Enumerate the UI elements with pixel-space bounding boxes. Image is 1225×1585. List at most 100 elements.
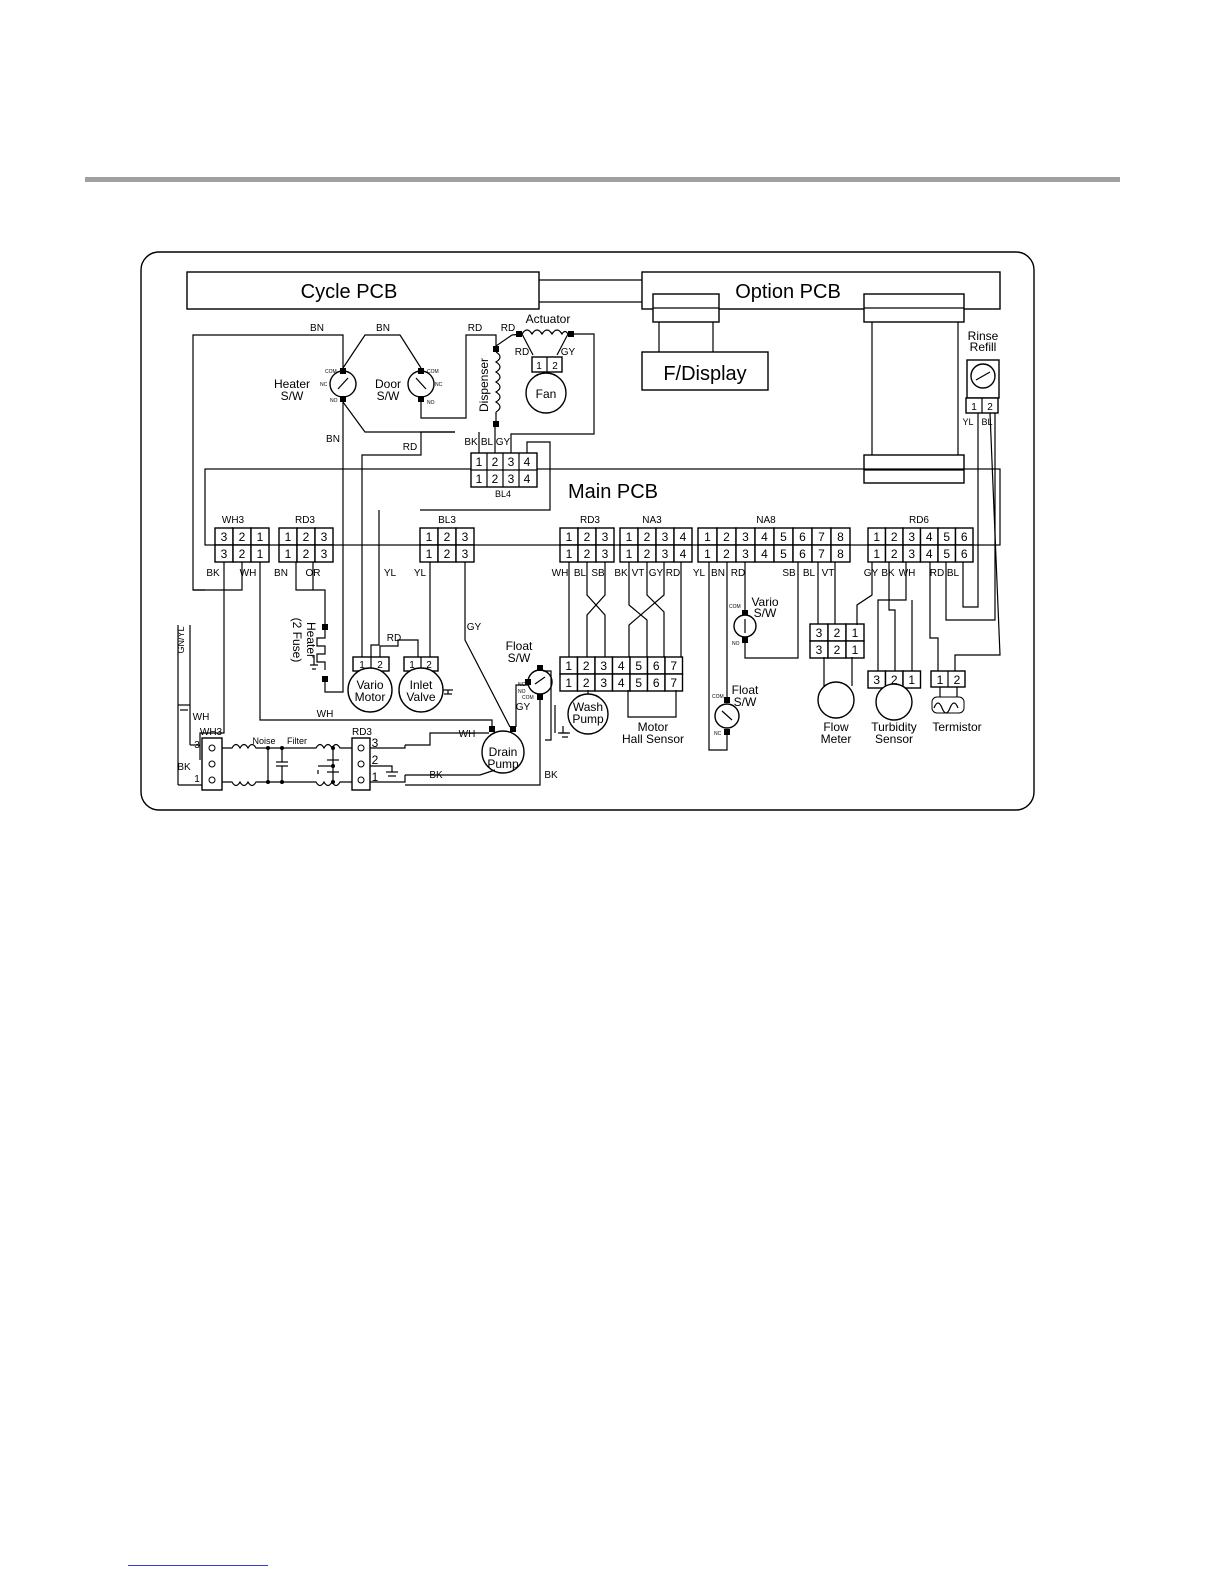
heater-sw-label-1: Heater — [274, 377, 310, 391]
na8-connector-pin: 7 — [818, 530, 825, 544]
svg-text:COM: COM — [325, 369, 337, 375]
na3-connector-pin: 1 — [626, 547, 633, 561]
svg-text:RD: RD — [468, 323, 482, 334]
wh3-name: WH3 — [222, 515, 245, 526]
na8-connector-pin: 4 — [761, 530, 768, 544]
wash-pump-connector-pin: 3 — [600, 659, 607, 673]
na8-connector-pin: 2 — [723, 547, 730, 561]
bl3-connector-pin: 1 — [426, 530, 433, 544]
vario-motor-label-1: Vario — [356, 678, 383, 692]
heater-label-1: (2 Fuse) — [290, 618, 304, 663]
svg-text:3: 3 — [508, 455, 515, 469]
svg-text:YL: YL — [384, 568, 397, 579]
option-pcb-label: Option PCB — [735, 281, 841, 303]
flow-meter-connector-pin: 3 — [816, 626, 823, 640]
na3-connector-pin: 4 — [680, 547, 687, 561]
float-switch-left-icon — [527, 669, 553, 695]
door-sw-label-2: S/W — [377, 389, 400, 403]
svg-text:3: 3 — [372, 736, 379, 750]
svg-text:RD: RD — [403, 442, 417, 453]
termistor-icon — [931, 696, 965, 714]
svg-text:1: 1 — [194, 774, 200, 785]
svg-text:NC: NC — [320, 382, 328, 388]
rd6-connector-pin: 3 — [908, 547, 915, 561]
wash-pump-connector-pin: 4 — [618, 676, 625, 690]
svg-text:GN/YL: GN/YL — [176, 626, 186, 653]
wh3-connector-pin: 1 — [257, 547, 264, 561]
svg-text:4: 4 — [524, 455, 531, 469]
rd3-left-connector-pin: 1 — [285, 530, 292, 544]
svg-text:BN: BN — [376, 323, 390, 334]
svg-text:NO: NO — [330, 398, 338, 404]
wash-pump-icon — [567, 693, 609, 735]
rd6-connector-pin: 5 — [943, 530, 950, 544]
bl3-name: BL3 — [438, 515, 456, 526]
na8-connector-pin: 4 — [761, 547, 768, 561]
svg-text:GY: GY — [649, 568, 664, 579]
bl3-connector-pin: 2 — [444, 547, 451, 561]
wh3-terminal-block — [201, 737, 223, 791]
svg-text:RD: RD — [731, 568, 745, 579]
rd6-connector-pin: 1 — [873, 547, 880, 561]
flow-meter-connector-pin: 1 — [852, 643, 859, 657]
termistor-label: Termistor — [932, 720, 981, 734]
na3-connector-pin: 3 — [662, 547, 669, 561]
wash-pump-connector-pin: 7 — [670, 676, 677, 690]
na3-connector-pin: 2 — [644, 547, 651, 561]
svg-text:NO: NO — [427, 400, 435, 406]
svg-text:RD: RD — [666, 568, 680, 579]
heater-label-2: Heater — [304, 622, 318, 658]
na8-name: NA8 — [756, 515, 776, 526]
svg-text:BL: BL — [803, 568, 816, 579]
inlet-valve-label-2: Valve — [406, 690, 435, 704]
svg-text:BN: BN — [274, 568, 288, 579]
turbidity-sensor-icon — [875, 683, 913, 721]
na3-connector-pin: 1 — [626, 530, 633, 544]
flow-meter-connector-cell — [845, 640, 865, 659]
rd3-left-connector-pin: 2 — [303, 547, 310, 561]
rinse-refill-label-1: Rinse — [968, 329, 999, 343]
svg-text:VT: VT — [822, 568, 835, 579]
turbidity-connector-pin: 3 — [873, 673, 880, 687]
rd3-left-name: RD3 — [295, 515, 315, 526]
svg-text:COM: COM — [712, 694, 724, 700]
na8-connector-pin: 2 — [723, 530, 730, 544]
svg-text:BN: BN — [326, 434, 340, 445]
na8-connector-pin: 3 — [742, 530, 749, 544]
motor-label-2: Hall Sensor — [622, 732, 684, 746]
svg-text:WH: WH — [240, 568, 257, 579]
svg-text:1: 1 — [476, 455, 483, 469]
wh3-connector-pin: 1 — [257, 530, 264, 544]
svg-text:RD: RD — [501, 323, 515, 334]
rd6-connector-pin: 5 — [943, 547, 950, 561]
bl3-connector-pin: 3 — [462, 547, 469, 561]
svg-text:NO: NO — [732, 641, 740, 647]
noise-label: Noise — [252, 736, 275, 746]
turbidity-label-1: Turbidity — [871, 720, 917, 734]
na3-name: NA3 — [642, 515, 662, 526]
vario-sw-label-1: Vario — [751, 595, 778, 609]
flow-meter-connector-pin: 3 — [816, 643, 823, 657]
door-sw-label-1: Door — [375, 377, 401, 391]
na8-connector-pin: 3 — [742, 547, 749, 561]
dispenser-label: Dispenser — [477, 358, 491, 412]
inlet-valve-label-1: Inlet — [410, 678, 433, 692]
svg-text:1: 1 — [536, 361, 542, 372]
wash-pump-connector-pin: 5 — [635, 676, 642, 690]
na8-connector-pin: 1 — [704, 547, 711, 561]
bl3-connector-pin: 1 — [426, 547, 433, 561]
main-pcb-label: Main PCB — [568, 481, 658, 503]
svg-text:YL: YL — [962, 417, 973, 427]
rd3-left-connector-pin: 2 — [303, 530, 310, 544]
svg-text:WH: WH — [552, 568, 569, 579]
svg-text:NC: NC — [714, 731, 722, 737]
svg-text:COM: COM — [522, 695, 534, 701]
svg-text:WH: WH — [899, 568, 916, 579]
rinse-refill-label-2: Refill — [970, 340, 997, 354]
drain-pump-icon — [481, 730, 525, 774]
svg-text:BN: BN — [310, 323, 324, 334]
wash-pump-connector-pin: 2 — [583, 676, 590, 690]
